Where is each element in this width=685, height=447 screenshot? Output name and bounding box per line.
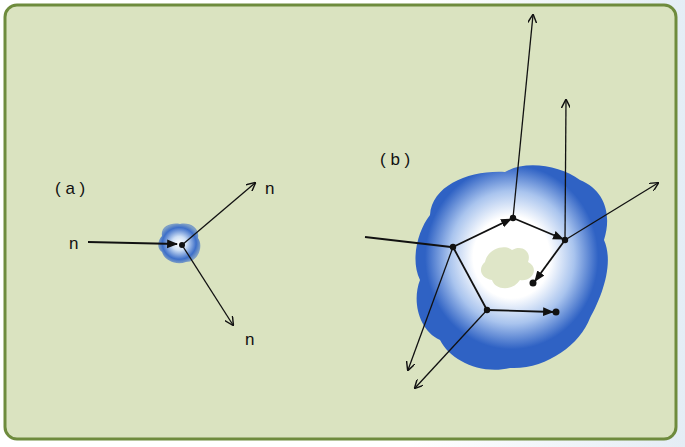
- particle-label: n: [245, 331, 254, 348]
- part-label: ( b ): [380, 151, 410, 168]
- part-label: ( a ): [55, 180, 85, 197]
- particle-label: n: [265, 180, 274, 197]
- particle-label: n: [69, 235, 78, 252]
